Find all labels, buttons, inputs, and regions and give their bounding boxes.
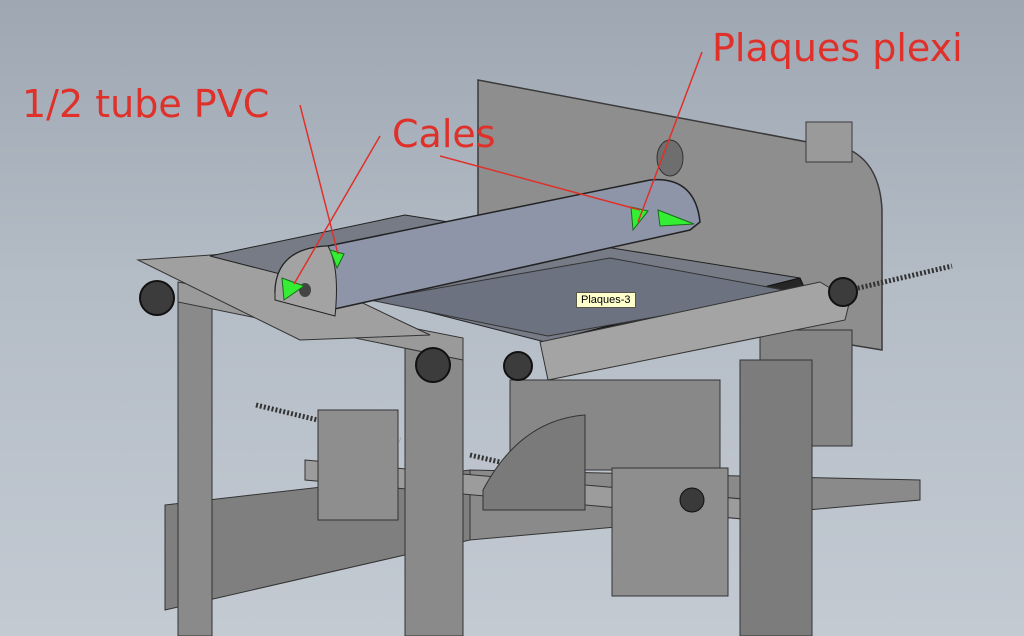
leg-front-middle — [404, 339, 464, 636]
leader-line-cales-left — [293, 135, 381, 285]
threaded-rod-left — [255, 402, 401, 443]
callout-cales: Cales — [392, 112, 496, 156]
leg-front-left — [177, 299, 213, 636]
leader-line-tube — [299, 104, 339, 255]
marker-arrow-tube — [281, 277, 306, 301]
roller-front — [415, 347, 451, 383]
leader-line-plexi — [637, 51, 703, 223]
clamp-block — [611, 467, 729, 597]
tube-end-cap-left — [274, 245, 337, 317]
roller-right — [828, 277, 858, 307]
callout-pvc-tube: 1/2 tube PVC — [22, 82, 270, 126]
back-plate-bracket — [805, 121, 853, 163]
curved-support — [482, 414, 586, 511]
marker-arrow-plexi-2 — [657, 209, 695, 227]
threaded-rod-right — [849, 263, 953, 293]
roller-left — [139, 280, 175, 316]
side-rail-right — [539, 281, 851, 381]
side-block-left — [317, 409, 399, 521]
part-tooltip: Plaques-3 — [576, 292, 636, 308]
back-plate-hole — [656, 139, 684, 177]
leg-rear-right — [739, 359, 813, 636]
clamp-knob — [679, 487, 705, 513]
callout-plexi: Plaques plexi — [712, 26, 963, 70]
roller-middle — [503, 351, 533, 381]
leader-line-cales-right — [439, 155, 641, 211]
